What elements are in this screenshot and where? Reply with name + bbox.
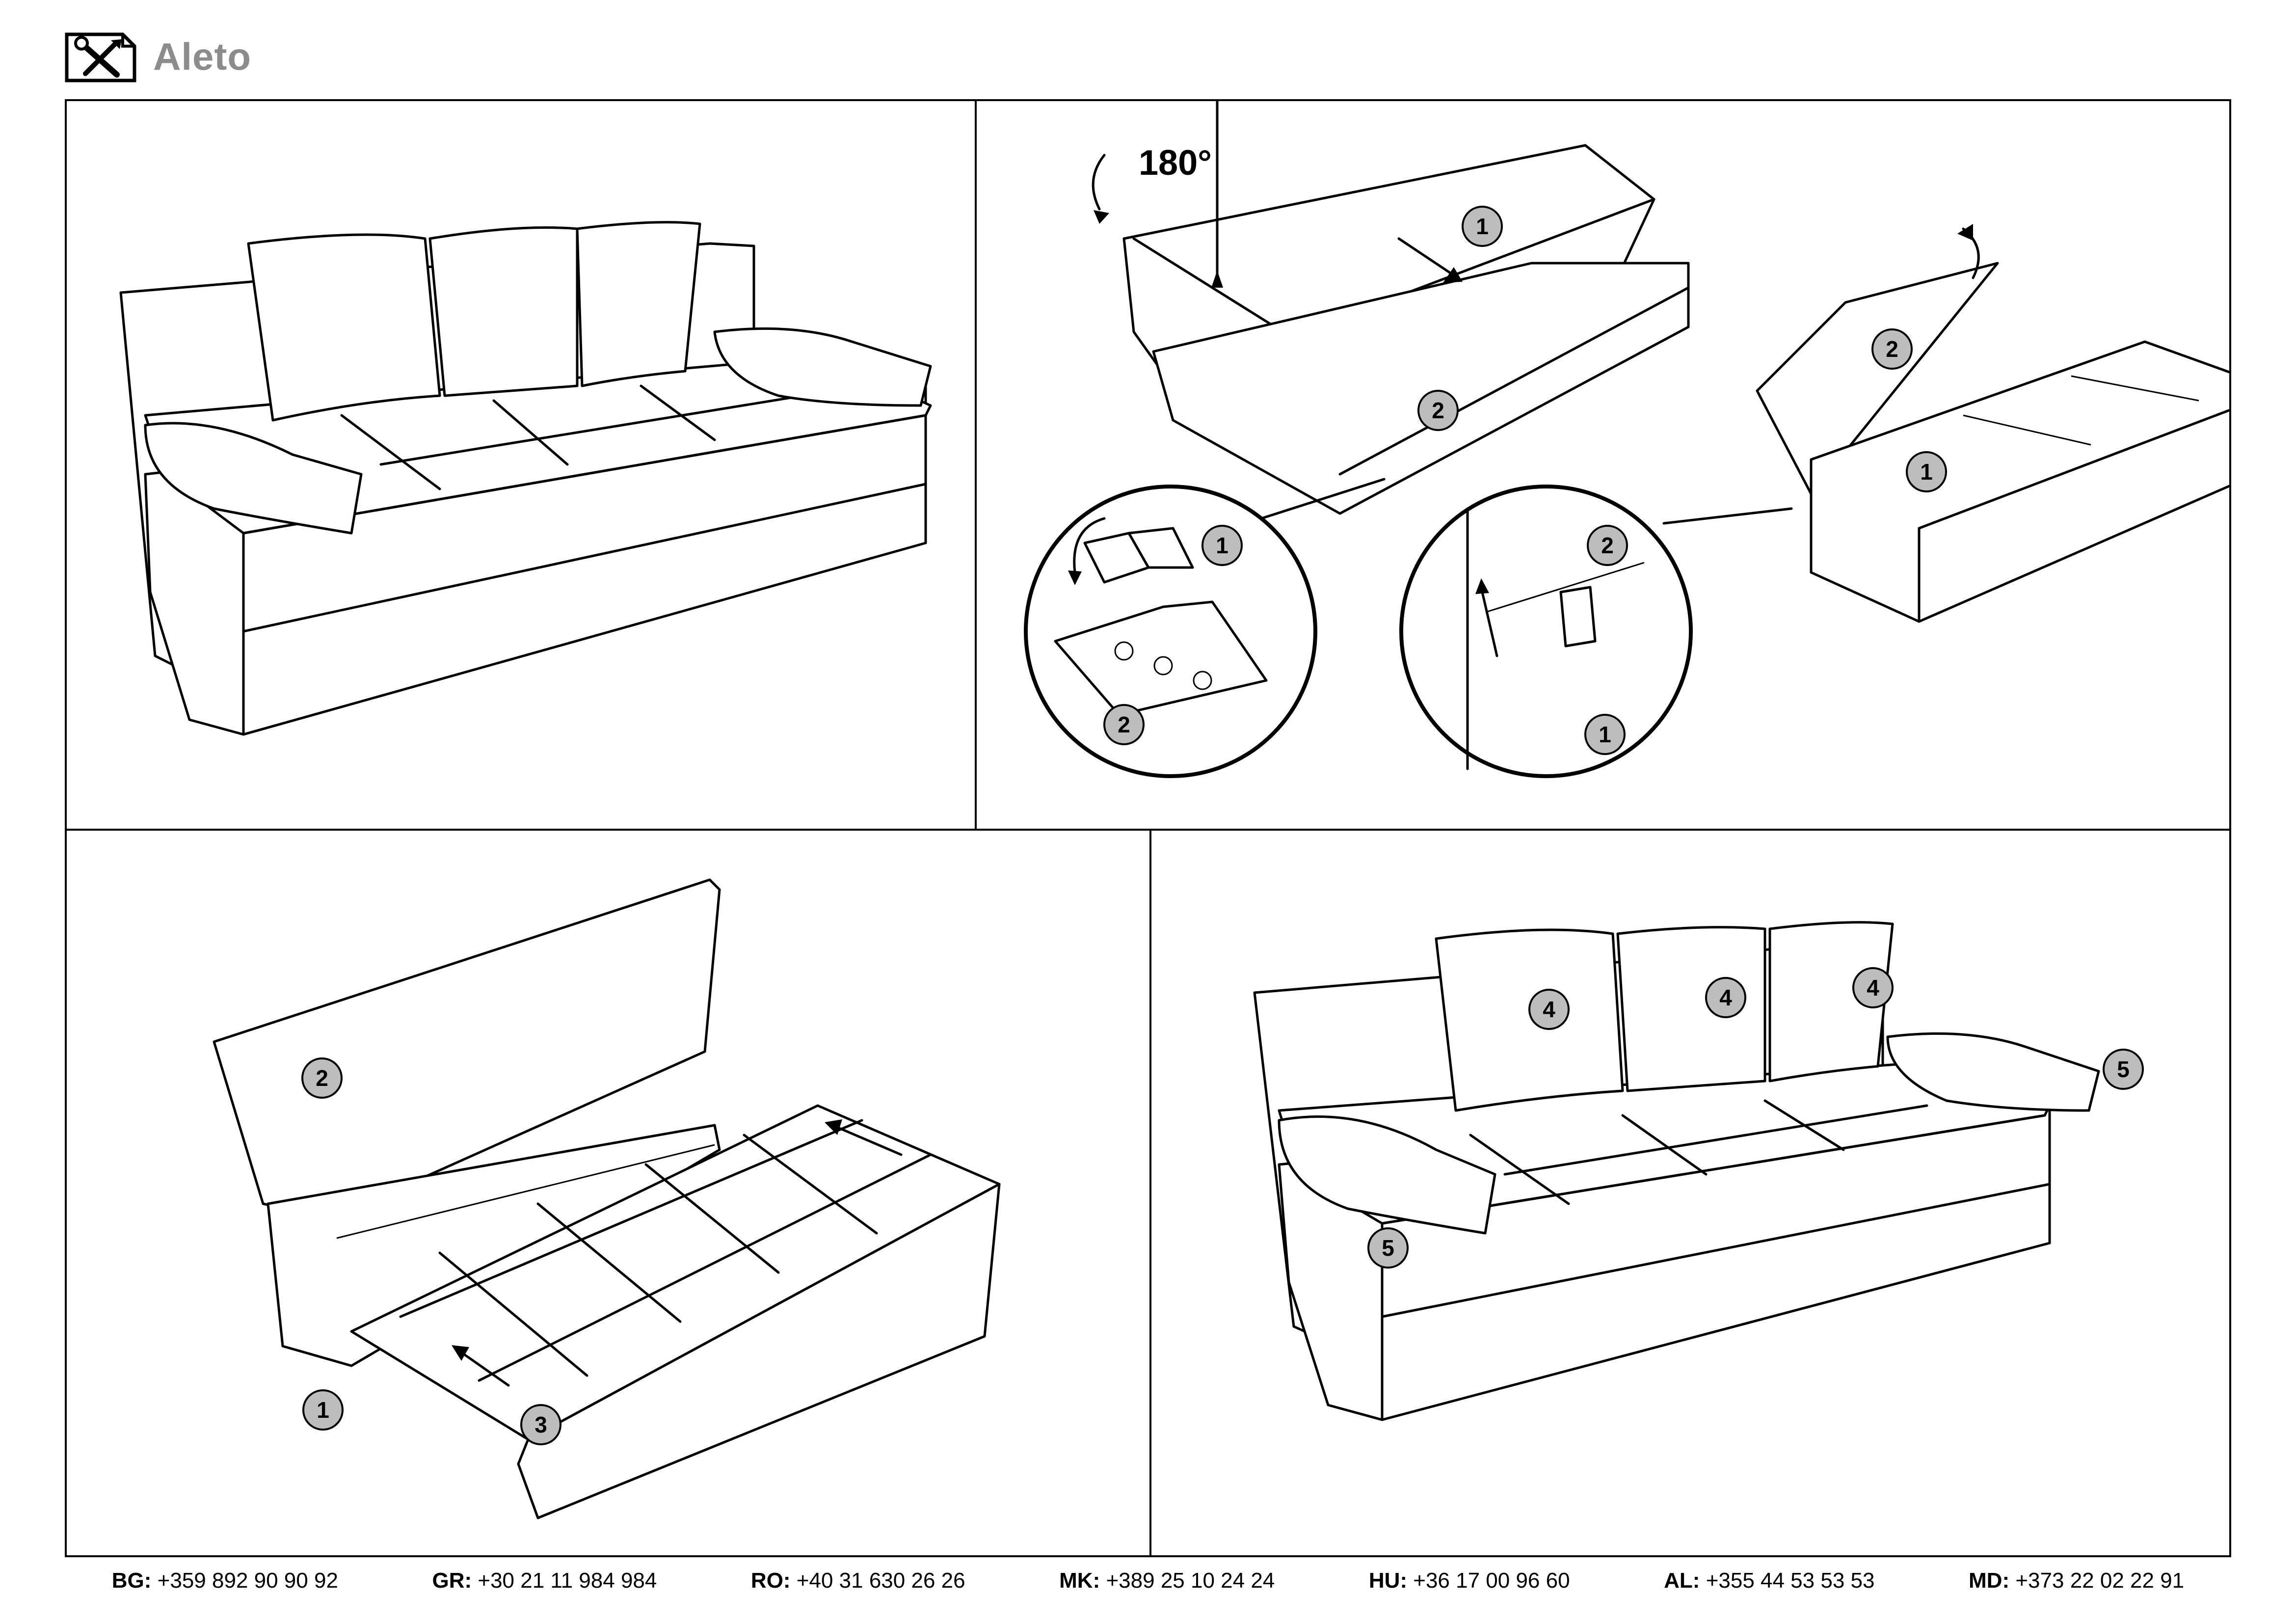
contact-mk: MK: +389 25 10 24 24 xyxy=(1059,1569,1275,1593)
svg-text:2: 2 xyxy=(1601,533,1614,558)
callout-3-seat: 3 xyxy=(520,1404,561,1445)
svg-text:2: 2 xyxy=(1432,398,1444,423)
callout-2-base: 2 xyxy=(1417,390,1459,431)
svg-text:1: 1 xyxy=(1599,722,1611,747)
callout-2-backrest: 2 xyxy=(301,1057,343,1099)
svg-text:4: 4 xyxy=(1719,985,1732,1010)
svg-text:1: 1 xyxy=(317,1397,329,1423)
contact-al: AL: +355 44 53 53 53 xyxy=(1664,1569,1875,1593)
contact-ro: RO: +40 31 630 26 26 xyxy=(750,1569,965,1593)
panel-box-opening: 180° 1 2 xyxy=(977,101,2229,829)
callout-2-detail-right: 2 xyxy=(1587,525,1628,566)
sofa-cushions-illustration: 4 4 4 5 5 xyxy=(1253,921,2144,1421)
document-title: Aleto xyxy=(153,34,251,78)
svg-text:1: 1 xyxy=(1476,214,1489,239)
panel-sofa-unfolding: 2 1 3 xyxy=(67,831,1149,1557)
contact-bg: BG: +359 892 90 90 92 xyxy=(111,1569,338,1593)
tools-icon xyxy=(65,32,136,82)
sofa-closed-illustration xyxy=(119,221,932,736)
contact-md: MD: +373 22 02 22 91 xyxy=(1969,1569,2185,1593)
rotation-label: 180° xyxy=(1139,143,1212,183)
contact-hu: HU: +36 17 00 96 60 xyxy=(1368,1569,1570,1593)
callout-2-open-lid: 2 xyxy=(1871,328,1913,370)
callout-1-detail-right: 1 xyxy=(1584,714,1626,755)
callout-1-detail-left: 1 xyxy=(1201,525,1243,566)
contact-gr: GR: +30 21 11 984 984 xyxy=(432,1569,657,1593)
svg-text:2: 2 xyxy=(1118,712,1130,737)
svg-text:2: 2 xyxy=(316,1065,328,1091)
callout-5-bolster-right: 5 xyxy=(2103,1049,2144,1090)
svg-text:4: 4 xyxy=(1867,975,1879,1001)
hinge-detail-left xyxy=(1024,478,1386,778)
panel-closed-sofa xyxy=(67,101,975,829)
svg-text:1: 1 xyxy=(1216,533,1228,558)
callout-1-box: 1 xyxy=(302,1389,344,1431)
svg-text:2: 2 xyxy=(1886,336,1898,362)
box-opening-illustration: 180° 1 2 xyxy=(1024,101,2229,778)
footer-contacts: BG: +359 892 90 90 92 GR: +30 21 11 984 … xyxy=(65,1561,2231,1600)
callout-4-cushion-left: 4 xyxy=(1528,989,1570,1030)
callout-4-cushion-middle: 4 xyxy=(1705,977,1746,1018)
svg-text:5: 5 xyxy=(2117,1056,2130,1082)
callout-2-detail-left: 2 xyxy=(1103,704,1145,745)
svg-text:3: 3 xyxy=(534,1412,547,1437)
divider-bottom xyxy=(1149,829,1151,1555)
sofa-unfolding-illustration: 2 1 3 xyxy=(213,878,1001,1519)
header: Aleto xyxy=(64,27,251,86)
divider-top xyxy=(975,101,977,829)
callout-4-cushion-right: 4 xyxy=(1852,967,1894,1008)
panel-sofa-cushions: 4 4 4 5 5 xyxy=(1151,831,2229,1557)
svg-text:5: 5 xyxy=(1382,1235,1394,1261)
instruction-frame: 180° 1 2 xyxy=(65,99,2231,1557)
divider-middle xyxy=(67,829,2229,831)
callout-5-bolster-left: 5 xyxy=(1367,1227,1409,1269)
svg-text:1: 1 xyxy=(1920,459,1933,485)
svg-text:4: 4 xyxy=(1543,997,1555,1022)
callout-1-open-box: 1 xyxy=(1906,451,1947,492)
callout-1-lid: 1 xyxy=(1462,206,1503,247)
